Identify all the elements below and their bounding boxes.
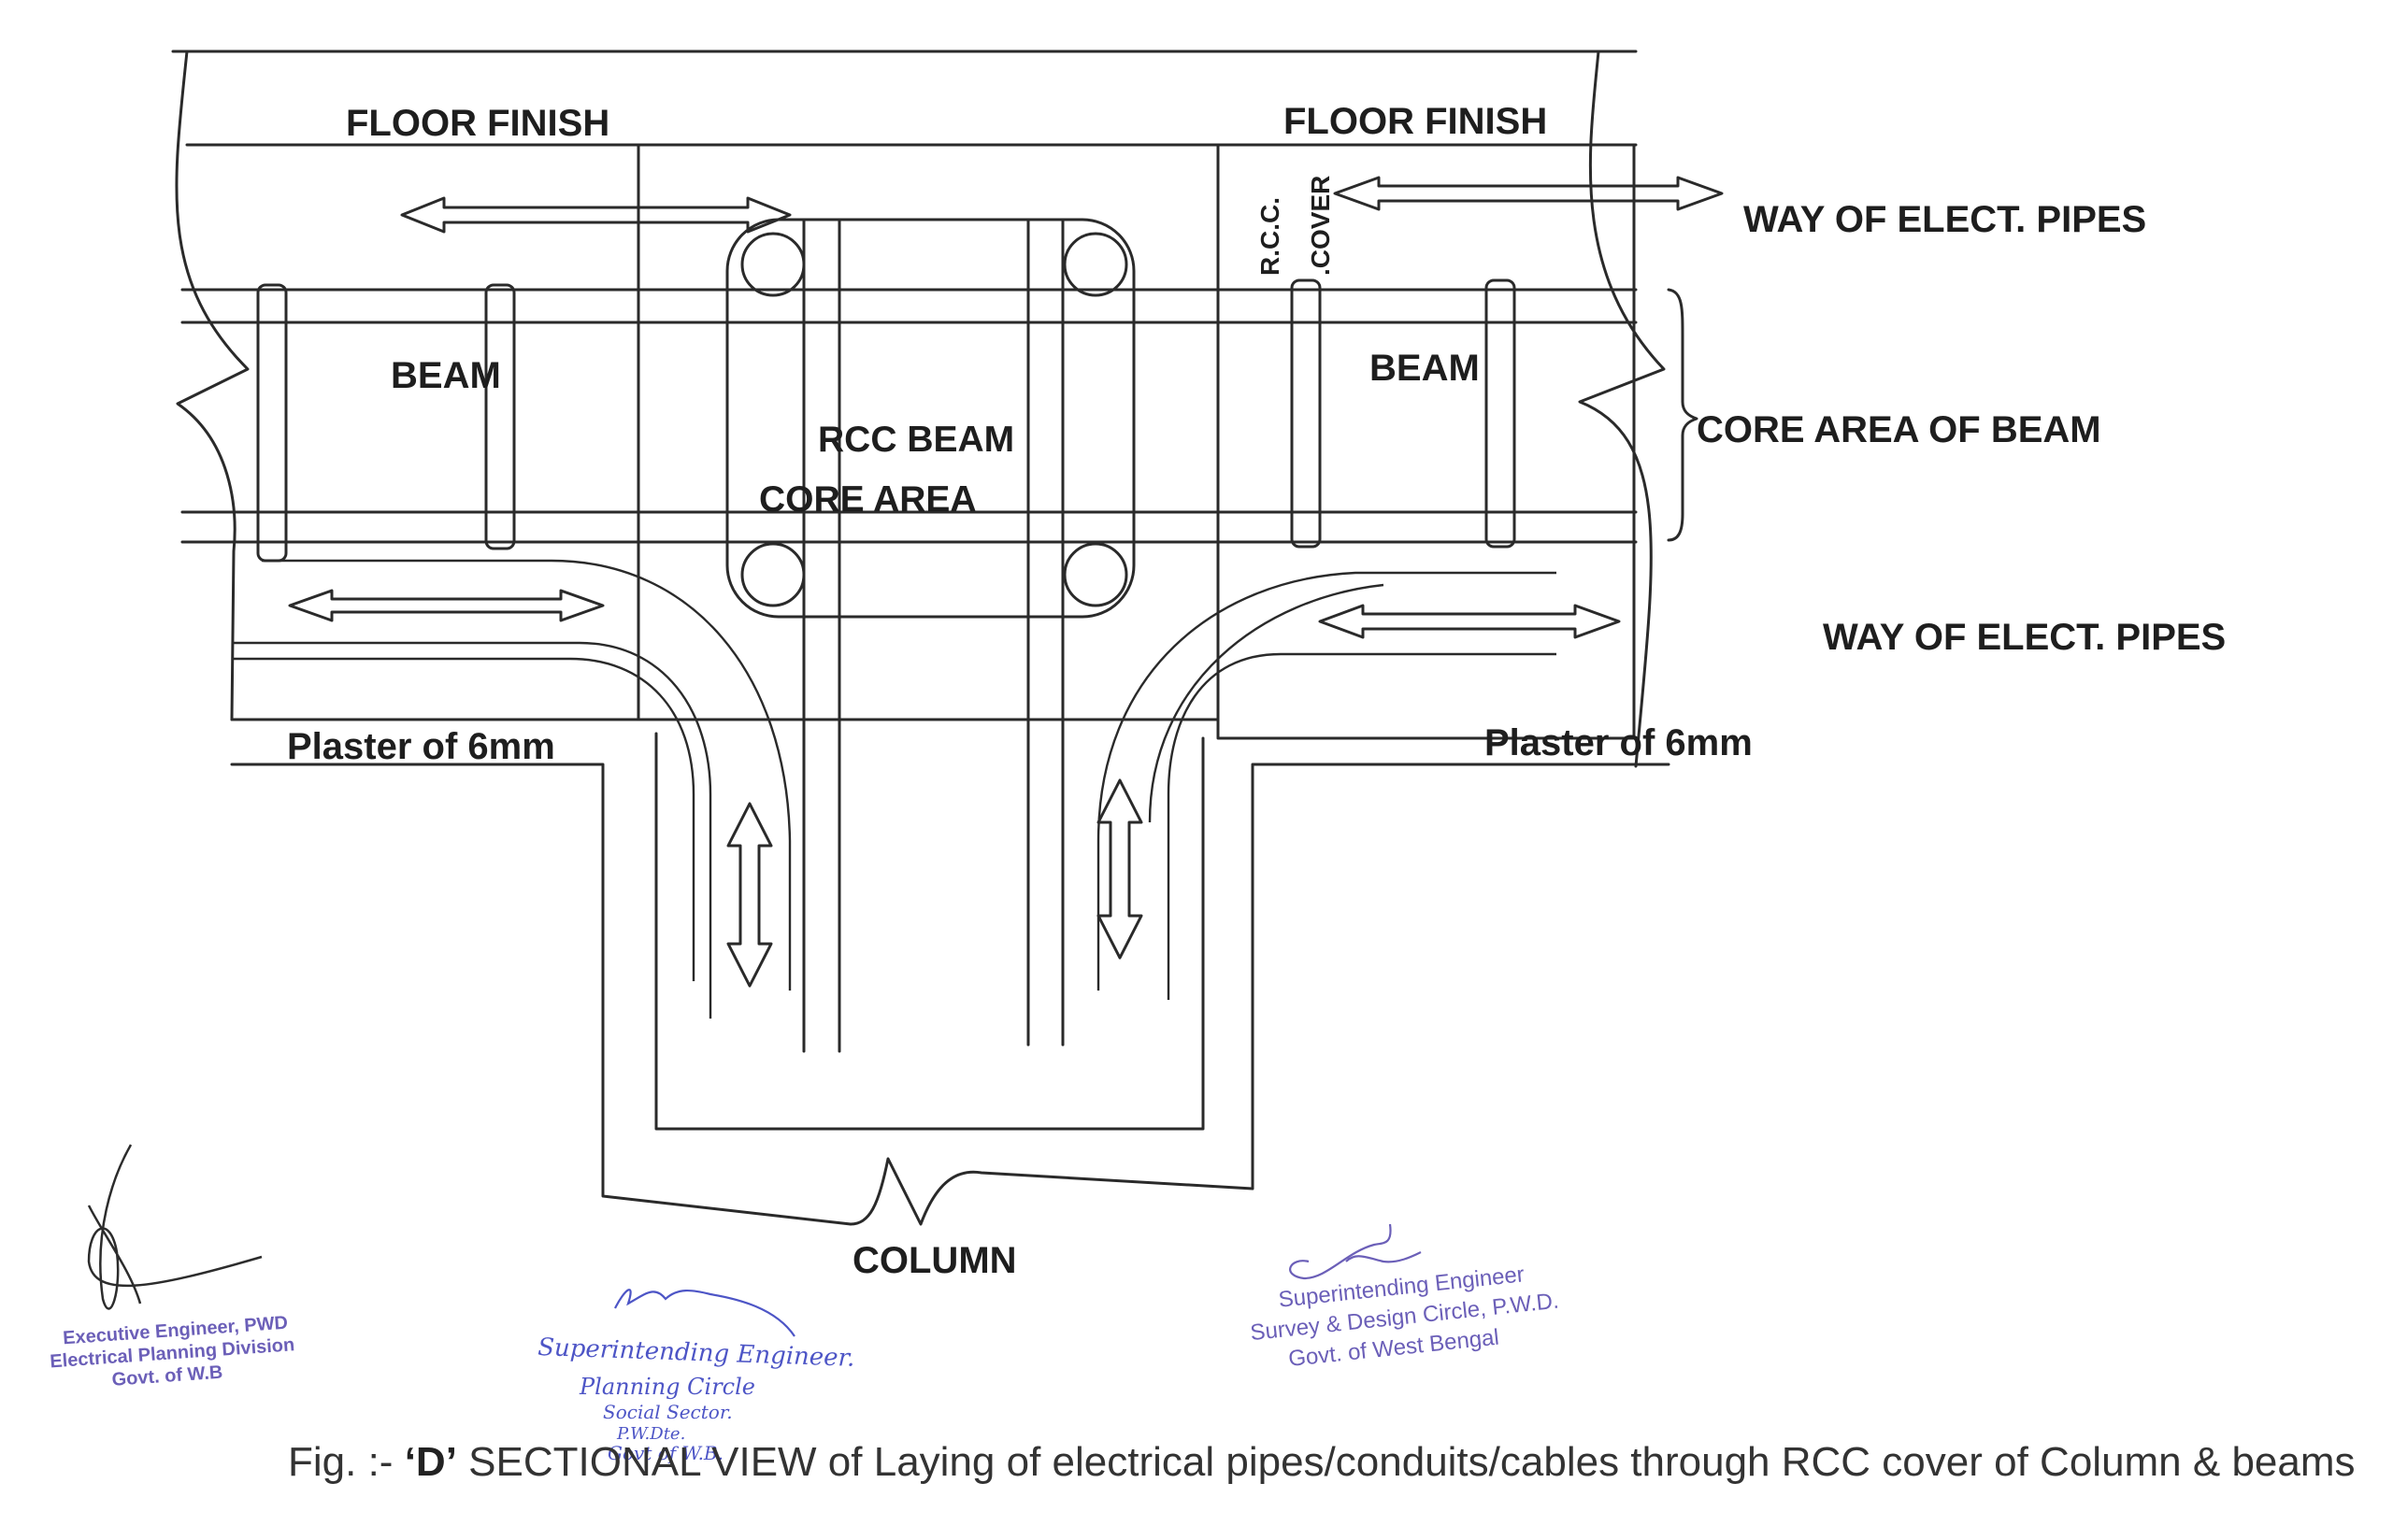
stamp-planning-line-4: P.W.Dte. (616, 1424, 685, 1444)
core-area-brace (1667, 288, 1698, 542)
stamp-planning-line-2: Planning Circle (579, 1374, 755, 1400)
stamp-planning-line-1: Superintending Engineer. (537, 1333, 855, 1373)
label-rcc-cover-2: .COVER (1306, 176, 1335, 276)
label-rcc-beam: RCC BEAM (818, 420, 1014, 460)
stirrup-2 (484, 283, 516, 550)
column-plaster-outline (230, 718, 1670, 1226)
caption-emphasis: ‘D’ (404, 1439, 457, 1485)
label-plaster-right: Plaster of 6mm (1484, 722, 1753, 763)
left-pipe-curve-mid (234, 657, 695, 981)
stirrup-1 (256, 283, 288, 563)
label-core-area-of-beam: CORE AREA OF BEAM (1697, 409, 2101, 450)
column-inner-box (654, 732, 1205, 1131)
label-way-elect-top: WAY OF ELECT. PIPES (1743, 199, 2146, 240)
label-plaster-left: Plaster of 6mm (287, 726, 555, 767)
right-break-line (1578, 50, 1666, 768)
left-break-line (175, 50, 250, 721)
label-column: COLUMN (853, 1240, 1017, 1281)
core-area-box (725, 218, 1136, 619)
label-way-elect-mid: WAY OF ELECT. PIPES (1823, 617, 2226, 658)
corner-bar-tr (1063, 232, 1128, 297)
stamp-planning-line-3: Social Sector. (603, 1401, 733, 1423)
arrow-mid-right (1318, 604, 1621, 639)
corner-bar-tl (740, 232, 806, 297)
signature-planning (614, 1289, 795, 1337)
signature-survey (1289, 1223, 1422, 1280)
label-rcc-cover-1: R.C.C. (1255, 197, 1284, 276)
right-pipe-curve-outer (1096, 571, 1556, 991)
stamp-executive: Executive Engineer, PWD Electrical Plann… (50, 1313, 295, 1390)
right-pipe-curve-inner (1167, 652, 1556, 1000)
label-beam-right: BEAM (1369, 348, 1480, 389)
stamp-planning-line-5: Govt of W.B. (608, 1442, 724, 1464)
right-beam-box (1216, 143, 1636, 740)
label-beam-left: BEAM (391, 355, 501, 396)
right-pipe-curve-mid (1148, 583, 1384, 823)
corner-bar-bl (740, 542, 806, 607)
stirrup-3 (1290, 278, 1322, 549)
left-pipe-curve-outer (234, 641, 712, 1019)
arrow-vertical-right (1096, 778, 1143, 960)
label-floor-finish-left: FLOOR FINISH (346, 103, 609, 144)
arrow-mid-left (288, 589, 605, 622)
label-core-area: CORE AREA (759, 479, 977, 520)
caption-text: SECTIONAL VIEW of Laying of electrical p… (456, 1439, 2356, 1485)
stirrup-4 (1484, 278, 1516, 549)
arrow-vertical-left (726, 802, 773, 988)
signature-executive (87, 1144, 263, 1310)
label-floor-finish-right: FLOOR FINISH (1283, 101, 1547, 142)
arrow-top-left (400, 196, 792, 234)
arrow-top-right (1333, 176, 1724, 211)
caption-prefix: Fig. :- (288, 1439, 405, 1485)
figure-caption: Fig. :- ‘D’ SECTIONAL VIEW of Laying of … (288, 1439, 2356, 1486)
left-pipe-curve-inner (262, 559, 792, 991)
corner-bar-br (1063, 542, 1128, 607)
